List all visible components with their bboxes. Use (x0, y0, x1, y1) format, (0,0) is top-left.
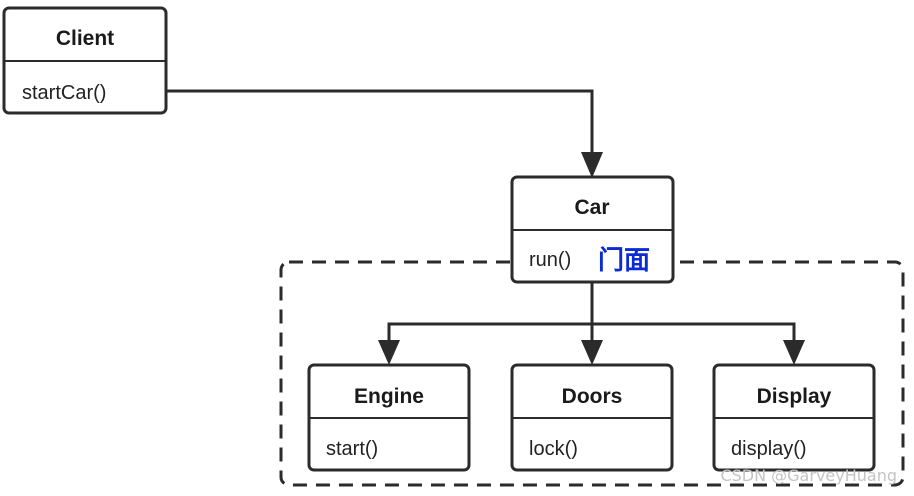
engine-class-title: Engine (354, 385, 424, 408)
display-class-title: Display (757, 385, 832, 408)
client-class-box: Client startCar() (2, 6, 168, 115)
client-to-car-arrowhead (581, 152, 603, 178)
car-to-doors-arrowhead (581, 340, 603, 365)
client-method: startCar() (22, 82, 106, 104)
car-class-title: Car (574, 196, 609, 219)
facade-label: 门面 (598, 246, 650, 276)
engine-class-box: Engine start() (307, 363, 471, 472)
branch-connector (387, 322, 796, 344)
doors-class-box: Doors lock() (510, 363, 674, 472)
car-to-engine-arrowhead (378, 340, 400, 365)
display-method: display() (731, 438, 807, 460)
doors-class-title: Doors (562, 385, 623, 408)
client-class-title: Client (56, 27, 114, 50)
watermark: CSDN @GarveyHuang (720, 466, 897, 485)
car-method: run() (529, 249, 571, 271)
car-to-display-arrowhead (783, 340, 805, 365)
doors-method: lock() (529, 438, 578, 460)
display-class-box: Display display() (712, 363, 876, 472)
car-class-box: Car run() 门面 (510, 175, 675, 284)
client-to-car-connector (166, 89, 594, 156)
engine-method: start() (326, 438, 378, 460)
